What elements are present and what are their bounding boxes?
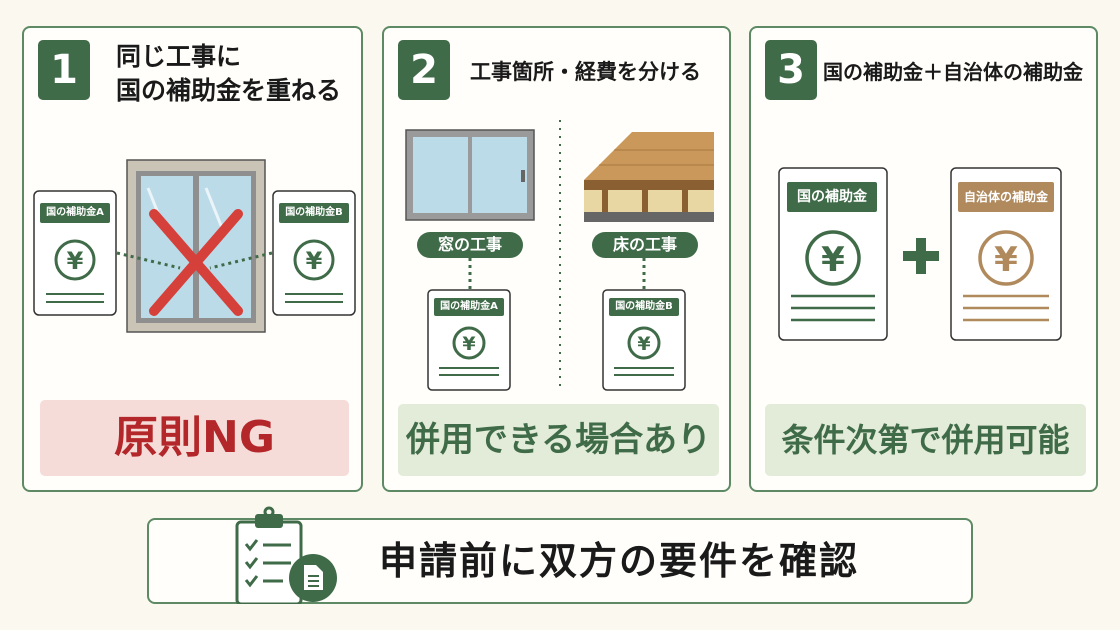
doc-a-label: 国の補助金A (40, 203, 110, 223)
tag-window-work: 窓の工事 (417, 232, 523, 258)
svg-text:¥: ¥ (306, 247, 323, 275)
plus-icon (903, 238, 939, 274)
bottom-message: 申請前に双方の要件を確認 (379, 539, 860, 583)
panel-same-work: 1 同じ工事に 国の補助金を重ねる ¥ ¥ (22, 26, 363, 492)
svg-text:¥: ¥ (67, 247, 84, 275)
svg-text:¥: ¥ (462, 333, 475, 355)
panel-1-title-line-2: 国の補助金を重ねる (116, 76, 342, 105)
svg-text:¥: ¥ (821, 240, 845, 280)
svg-text:¥: ¥ (994, 240, 1018, 280)
window-icon (126, 159, 266, 333)
doc-a-label: 国の補助金A (434, 298, 504, 316)
doc-b-label: 国の補助金B (609, 298, 679, 316)
doc-b-label: 国の補助金B (279, 203, 349, 223)
panel-separate-work: 2 工事箇所・経費を分ける ¥ (382, 26, 731, 492)
step-number-1: 1 (38, 40, 90, 100)
result-conditional: 条件次第で併用可能 (765, 404, 1086, 476)
floor-icon (584, 132, 714, 222)
panel-1-title: 同じ工事に 国の補助金を重ねる (116, 40, 341, 108)
panel-2-title: 工事箇所・経費を分ける (470, 60, 701, 84)
panel-3-title: 国の補助金＋自治体の補助金 (823, 60, 1083, 84)
result-ng: 原則NG (40, 400, 349, 476)
panel-1-title-line-1: 同じ工事に (116, 42, 242, 71)
clipboard-checklist-icon (235, 506, 337, 604)
svg-text:¥: ¥ (637, 333, 650, 355)
step-number-3: 3 (765, 40, 817, 100)
tag-floor-work: 床の工事 (592, 232, 698, 258)
result-possible: 併用できる場合あり (398, 404, 719, 476)
doc-national-label: 国の補助金 (787, 182, 877, 212)
prohibited-x-icon (149, 209, 243, 316)
step-number-2: 2 (398, 40, 450, 100)
window-icon (405, 129, 535, 221)
panel-national-plus-local: 3 国の補助金＋自治体の補助金 ¥ ¥ 国の補助金 自治体の補助金 条件次第で併… (749, 26, 1098, 492)
bottom-banner: 申請前に双方の要件を確認 (147, 506, 973, 604)
doc-local-label: 自治体の補助金 (958, 182, 1054, 212)
